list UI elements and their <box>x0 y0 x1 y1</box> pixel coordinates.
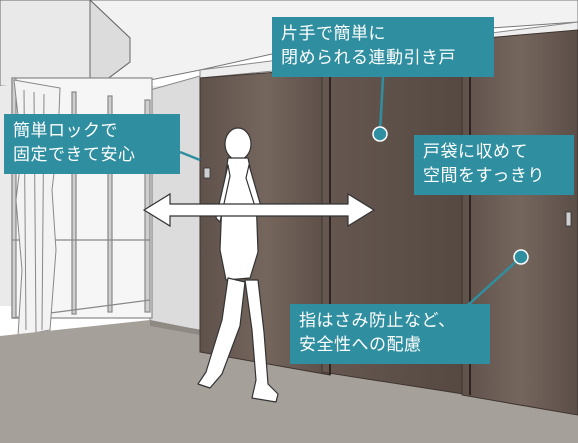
callout-one-hand-line-2: 閉められる連動引き戸 <box>281 48 456 68</box>
callout-lock-line-2: 固定できて安心 <box>13 145 136 165</box>
callout-connectors <box>179 76 529 306</box>
beam-side <box>89 0 131 93</box>
floor-shadow <box>150 320 200 335</box>
callout-easy-lock: 簡単ロックで 固定できて安心 <box>4 114 180 174</box>
person-figure <box>197 127 279 403</box>
callout-lock-line-1: 簡単ロックで <box>13 121 118 141</box>
callout-one-hand-line-1: 片手で簡単に <box>281 24 386 44</box>
sliding-arrow <box>142 192 376 228</box>
door-handle <box>565 211 572 227</box>
callout-finger-safety: 指はさみ防止など、 安全性への配慮 <box>290 304 490 364</box>
callout-one-hand-close: 片手で簡単に 閉められる連動引き戸 <box>272 17 494 77</box>
callout-safety-line-2: 安全性への配慮 <box>299 335 422 355</box>
callout-storage-line-1: 戸袋に収めて <box>423 142 528 162</box>
callout-storage-line-2: 空間をすっきり <box>423 166 545 186</box>
callout-safety-line-1: 指はさみ防止など、 <box>299 311 456 331</box>
lock-handle <box>203 167 211 179</box>
callout-door-pocket: 戸袋に収めて 空間をすっきり <box>414 135 574 195</box>
connector-dot-one-hand <box>372 126 388 142</box>
floor <box>0 320 578 443</box>
door-panel-right <box>461 29 578 416</box>
connector-dot-safety <box>513 249 529 265</box>
